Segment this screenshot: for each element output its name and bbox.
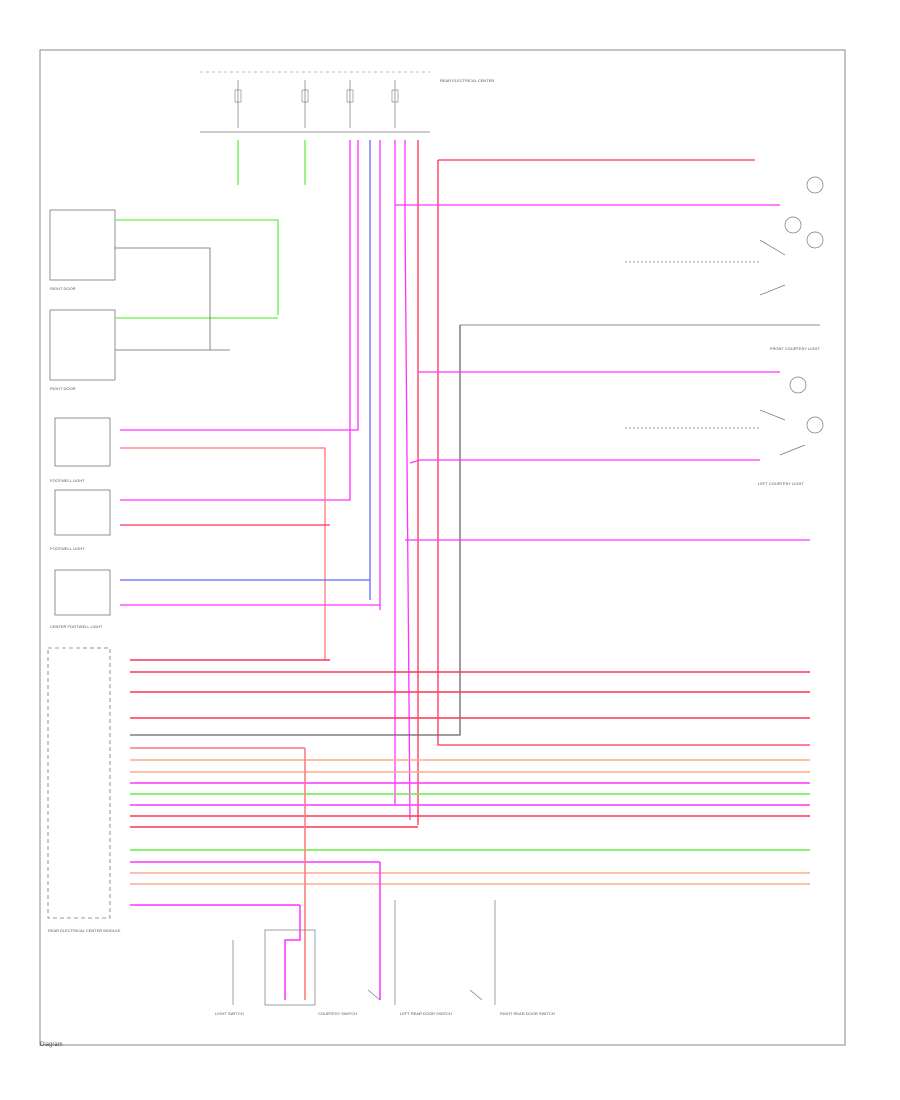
left-courtesy-label: LEFT COURTESY LIGHT: [758, 481, 804, 486]
bottom-switch-3-label: LEFT REAR DOOR SWITCH: [400, 1011, 452, 1016]
diagram-border: [39, 49, 846, 1046]
footwell-left-label: FOOTWELL LIGHT: [50, 478, 85, 483]
rear-right-door-label: RIGHT DOOR: [50, 386, 76, 391]
bottom-switches: [232, 900, 496, 1006]
fuse-block: REAR ELECTRICAL CENTER: [200, 71, 494, 133]
fuse-block-label: REAR ELECTRICAL CENTER: [440, 78, 494, 83]
left-components: [47, 209, 116, 919]
vertical-wires: [120, 140, 810, 825]
right-lamps: [625, 176, 824, 456]
rear-module-label: REAR ELECTRICAL CENTER MODULE: [48, 928, 121, 933]
center-footwell-label: CENTER FOOTWELL LIGHT: [50, 624, 103, 629]
footwell-right-label: FOOTWELL LIGHT: [50, 546, 85, 551]
bottom-switch-2-label: COURTESY SWITCH: [318, 1011, 357, 1016]
front-courtesy-label: FRONT COURTESY LIGHT: [770, 346, 820, 351]
bottom-switch-1-label: LIGHT SWITCH: [215, 1011, 244, 1016]
rear-left-door-label: RIGHT DOOR: [50, 286, 76, 291]
door-wires: [115, 219, 380, 660]
footer-label: Diagram: [40, 1042, 63, 1048]
right-side-wires: [395, 159, 820, 541]
bottom-switch-4-label: RIGHT REAR DOOR SWITCH: [500, 1011, 555, 1016]
module-harness: [130, 659, 810, 1000]
